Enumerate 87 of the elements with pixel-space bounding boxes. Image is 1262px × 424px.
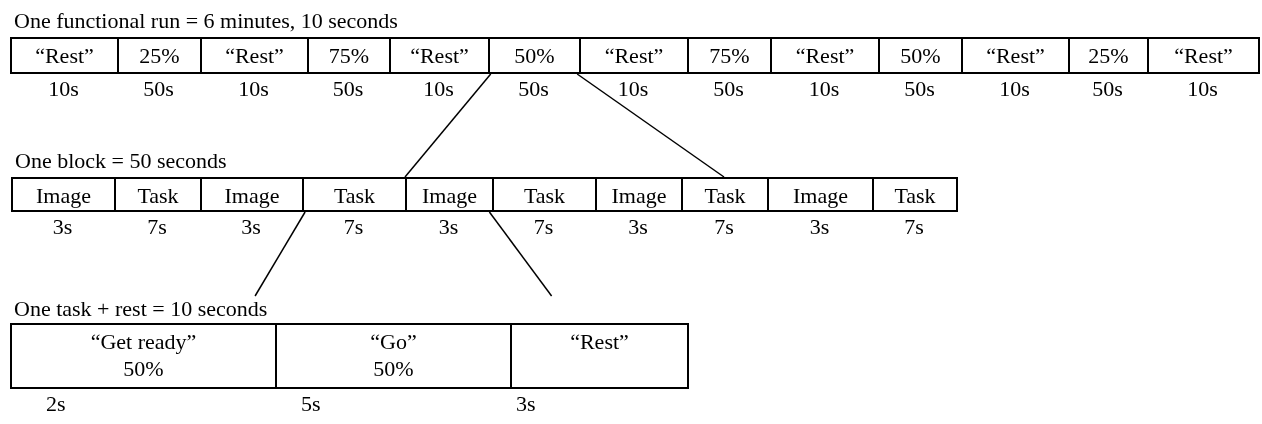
section-title: One functional run = 6 minutes, 10 seconds bbox=[14, 8, 398, 34]
cell-label: Task bbox=[523, 184, 566, 208]
duration-label: 3s bbox=[52, 215, 73, 239]
timeline-cell bbox=[770, 37, 880, 74]
timeline-cell bbox=[405, 177, 494, 212]
cell-label: 50% bbox=[373, 357, 414, 381]
cell-label: Image bbox=[36, 184, 91, 208]
duration-label: 10s bbox=[808, 77, 840, 101]
cell-label: “Rest” bbox=[35, 44, 94, 68]
duration-label: 5s bbox=[301, 392, 321, 416]
cell-label: “Rest” bbox=[986, 44, 1045, 68]
duration-label: 10s bbox=[48, 77, 79, 101]
timeline-cell bbox=[681, 177, 769, 212]
cell-label: “Rest” bbox=[570, 330, 629, 354]
cell-label: Task bbox=[894, 184, 936, 208]
duration-label: 10s bbox=[238, 77, 269, 101]
cell-label: “Go” bbox=[370, 330, 417, 354]
cell-label: 25% bbox=[1088, 44, 1129, 68]
duration-label: 3s bbox=[809, 215, 830, 239]
cell-label: “Get ready” bbox=[90, 330, 197, 354]
cell-label: Task bbox=[704, 184, 746, 208]
cell-label: 50% bbox=[900, 44, 941, 68]
cell-label: Image bbox=[224, 184, 280, 208]
cell-label: “Rest” bbox=[795, 44, 855, 68]
timeline-cell bbox=[687, 37, 772, 74]
duration-label: 50s bbox=[143, 77, 174, 101]
cell-label: “Rest” bbox=[410, 44, 469, 68]
duration-label: 7s bbox=[343, 215, 364, 239]
cell-label: 75% bbox=[709, 44, 750, 68]
duration-label: 7s bbox=[533, 215, 554, 239]
cell-label: Image bbox=[611, 184, 667, 208]
timeline-cell bbox=[579, 37, 689, 74]
cell-label: “Rest” bbox=[604, 44, 664, 68]
timeline-cell bbox=[302, 177, 407, 212]
timeline-cell bbox=[1068, 37, 1149, 74]
timeline-cell bbox=[492, 177, 597, 212]
cell-label: Image bbox=[422, 184, 477, 208]
duration-label: 10s bbox=[423, 77, 454, 101]
timeline-cell bbox=[595, 177, 683, 212]
timeline-cell bbox=[11, 177, 116, 212]
cell-label: Image bbox=[793, 184, 848, 208]
duration-label: 7s bbox=[714, 215, 734, 239]
zoom-line bbox=[254, 211, 306, 297]
cell-label: 25% bbox=[139, 44, 180, 68]
timeline-cell bbox=[307, 37, 391, 74]
cell-label: “Rest” bbox=[225, 44, 284, 68]
cell-label: 75% bbox=[328, 44, 370, 68]
duration-label: 50s bbox=[518, 77, 549, 101]
timeline-cell bbox=[10, 323, 277, 389]
duration-label: 50s bbox=[332, 77, 364, 101]
duration-label: 3s bbox=[516, 392, 536, 416]
cell-label: 50% bbox=[514, 44, 555, 68]
duration-label: 50s bbox=[1092, 77, 1123, 101]
duration-label: 7s bbox=[147, 215, 167, 239]
timeline-cell bbox=[488, 37, 581, 74]
timeline-cell bbox=[114, 177, 202, 212]
timeline-cell bbox=[961, 37, 1070, 74]
timeline-cell bbox=[872, 177, 958, 212]
duration-label: 10s bbox=[1187, 77, 1218, 101]
duration-label: 50s bbox=[713, 77, 744, 101]
cell-label: Task bbox=[333, 184, 376, 208]
timeline-cell bbox=[10, 37, 119, 74]
section-title: One block = 50 seconds bbox=[15, 148, 227, 174]
timeline-cell bbox=[767, 177, 874, 212]
duration-label: 3s bbox=[628, 215, 648, 239]
duration-label: 2s bbox=[46, 392, 66, 416]
duration-label: 10s bbox=[617, 77, 649, 101]
timeline-cell bbox=[389, 37, 490, 74]
timeline-cell bbox=[117, 37, 202, 74]
timeline-cell bbox=[275, 323, 512, 389]
zoom-line bbox=[488, 211, 553, 297]
cell-label: Task bbox=[137, 184, 179, 208]
timeline-cell bbox=[510, 323, 689, 389]
timeline-cell bbox=[878, 37, 963, 74]
zoom-line bbox=[404, 73, 492, 178]
timeline-cell bbox=[1147, 37, 1260, 74]
duration-label: 50s bbox=[904, 77, 935, 101]
timeline-cell bbox=[200, 37, 309, 74]
section-title: One task + rest = 10 seconds bbox=[14, 296, 268, 322]
duration-label: 3s bbox=[438, 215, 459, 239]
cell-label: 50% bbox=[123, 357, 164, 381]
duration-label: 7s bbox=[904, 215, 924, 239]
zoom-line bbox=[576, 73, 725, 178]
duration-label: 3s bbox=[241, 215, 261, 239]
timeline-cell bbox=[200, 177, 304, 212]
duration-label: 10s bbox=[999, 77, 1030, 101]
cell-label: “Rest” bbox=[1174, 44, 1233, 68]
